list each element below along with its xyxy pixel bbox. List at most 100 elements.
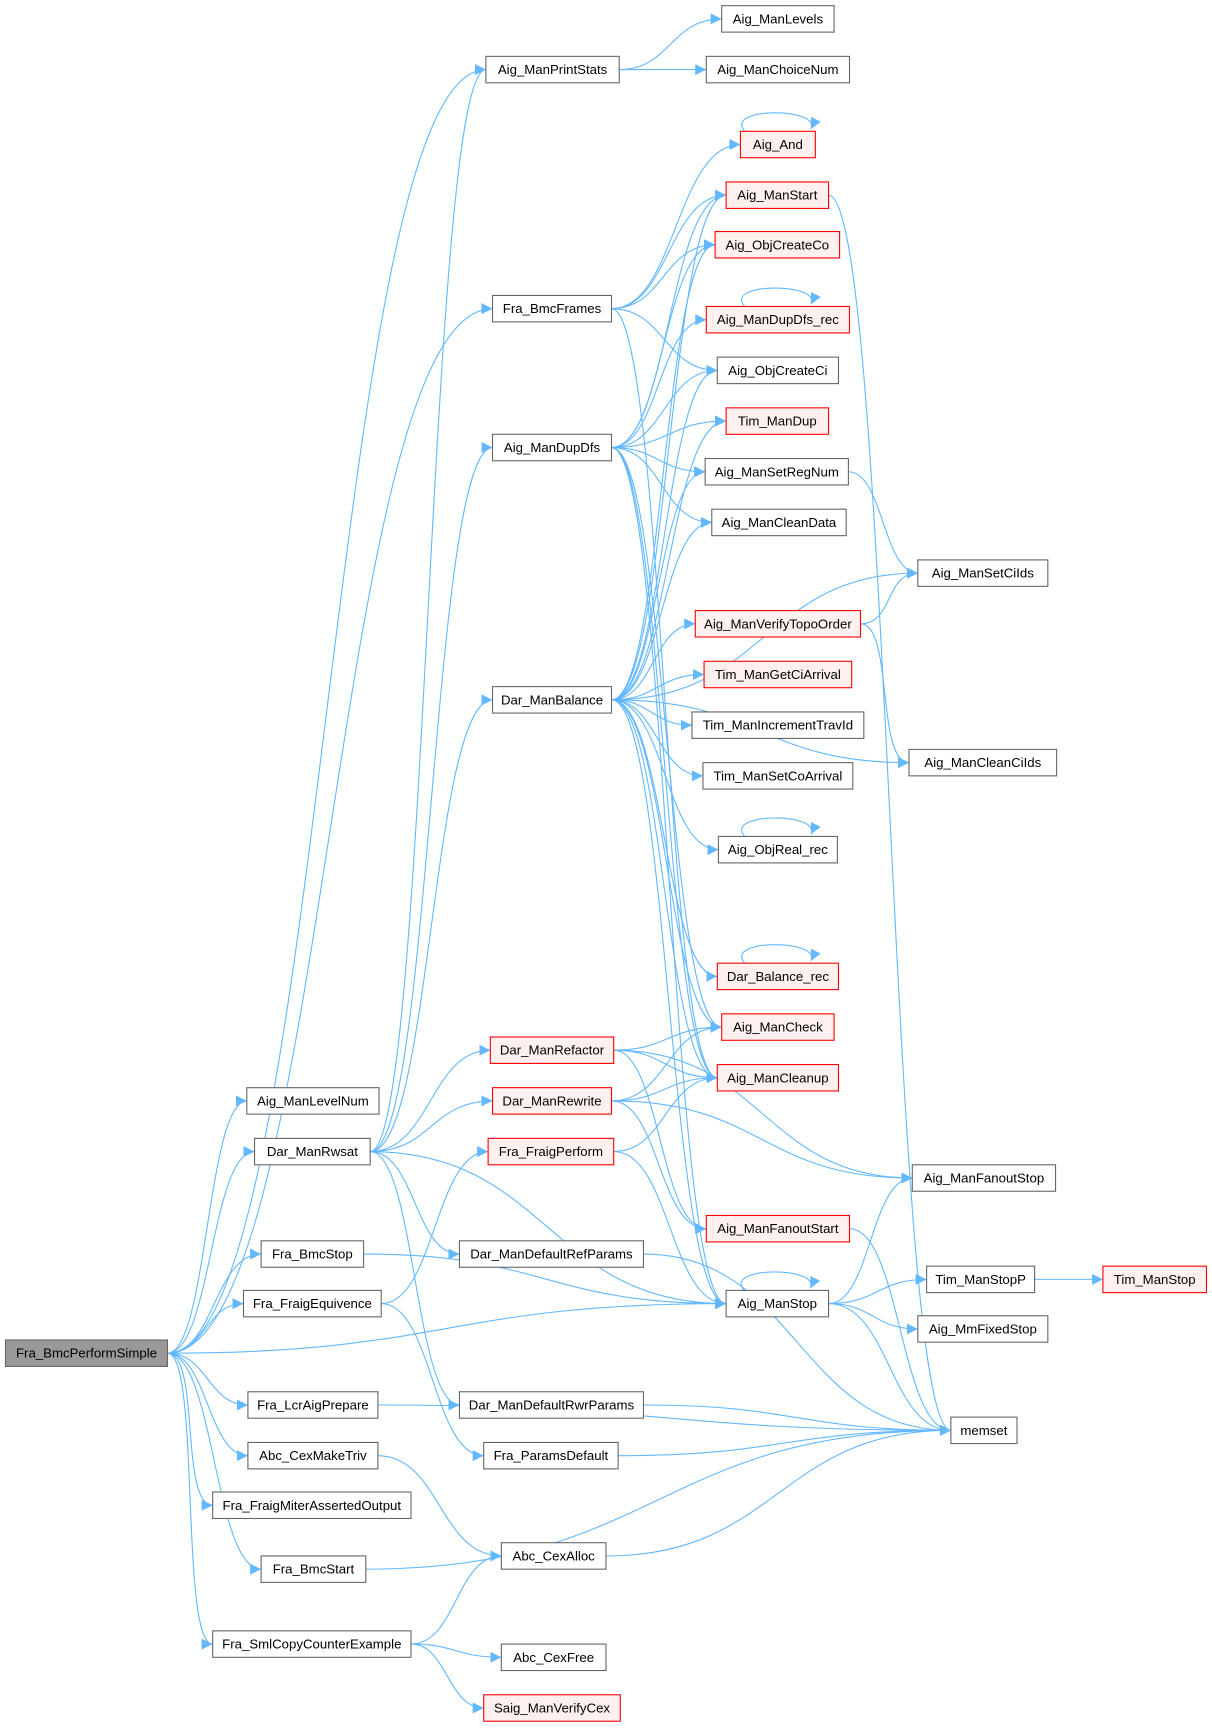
node-fra-lcr-aig-prepare[interactable]: Fra_LcrAigPrepare bbox=[247, 1391, 379, 1419]
node-aig-man-print-stats[interactable]: Aig_ManPrintStats bbox=[485, 55, 620, 84]
node-dar-balance-rec[interactable]: Dar_Balance_rec bbox=[716, 962, 840, 991]
node-aig-and[interactable]: Aig_And bbox=[739, 130, 816, 159]
node-aig-man-fanout-start[interactable]: Aig_ManFanoutStart bbox=[705, 1214, 851, 1243]
node-aig-man-clean-ci-ids[interactable]: Aig_ManCleanCiIds bbox=[908, 748, 1058, 777]
node-label: Fra_ParamsDefault bbox=[494, 1448, 609, 1463]
edge-aig-man-dup-dfs-rec-to-aig-man-dup-dfs-rec bbox=[741, 287, 821, 307]
node-box bbox=[4, 1339, 169, 1367]
node-tim-man-increment-trav-id[interactable]: Tim_ManIncrementTravId bbox=[691, 711, 865, 739]
node-aig-mm-fixed-stop[interactable]: Aig_MmFixedStop bbox=[917, 1315, 1049, 1343]
node-box bbox=[716, 962, 840, 991]
node-aig-man-fanout-stop[interactable]: Aig_ManFanoutStop bbox=[911, 1164, 1057, 1192]
node-abc-cex-free[interactable]: Abc_CexFree bbox=[500, 1643, 607, 1672]
node-aig-obj-real-rec[interactable]: Aig_ObjReal_rec bbox=[717, 835, 838, 864]
edge-dar-man-default-rwr-params-to-memset bbox=[643, 1404, 951, 1436]
node-label: Abc_CexMakeTriv bbox=[259, 1448, 367, 1463]
edge-fra-fraig-perform-to-aig-man-stop bbox=[613, 1151, 727, 1310]
node-memset[interactable]: memset bbox=[950, 1416, 1018, 1445]
node-aig-man-start[interactable]: Aig_ManStart bbox=[725, 181, 830, 209]
node-box bbox=[705, 55, 851, 84]
node-box bbox=[491, 686, 613, 714]
node-aig-man-level-num[interactable]: Aig_ManLevelNum bbox=[246, 1087, 380, 1115]
node-label: Fra_BmcPerformSimple bbox=[16, 1346, 157, 1361]
node-dar-man-refactor[interactable]: Dar_ManRefactor bbox=[489, 1036, 615, 1064]
edge-fra-bmc-frames-to-aig-and bbox=[611, 139, 741, 310]
edge-aig-man-dup-dfs-to-tim-man-dup bbox=[611, 415, 727, 449]
node-box bbox=[242, 1289, 382, 1318]
node-label: Fra_BmcFrames bbox=[503, 301, 602, 316]
node-aig-man-choice-num[interactable]: Aig_ManChoiceNum bbox=[705, 55, 851, 84]
node-fra-bmc-start[interactable]: Fra_BmcStart bbox=[260, 1555, 367, 1583]
node-abc-cex-make-triv[interactable]: Abc_CexMakeTriv bbox=[247, 1441, 379, 1470]
node-box bbox=[704, 457, 849, 486]
node-dar-man-rwsat[interactable]: Dar_ManRwsat bbox=[253, 1137, 371, 1166]
node-fra-params-default[interactable]: Fra_ParamsDefault bbox=[483, 1441, 619, 1470]
edge-dar-man-balance-to-aig-obj-create-ci bbox=[611, 364, 718, 701]
node-label: Aig_ObjCreateCi bbox=[728, 363, 827, 378]
node-box bbox=[702, 762, 854, 790]
node-label: Dar_ManRwsat bbox=[267, 1144, 358, 1159]
edge-dar-man-balance-to-tim-man-set-co-arrival bbox=[611, 699, 703, 782]
node-dar-man-default-ref-params[interactable]: Dar_ManDefaultRefParams bbox=[458, 1240, 645, 1268]
node-label: Dar_ManDefaultRefParams bbox=[470, 1247, 633, 1262]
edge-dar-man-rwsat-to-dar-man-default-rwr-params bbox=[370, 1151, 460, 1411]
edge-dar-man-rwsat-to-dar-man-rewrite bbox=[370, 1095, 493, 1153]
node-saig-man-verify-cex[interactable]: Saig_ManVerifyCex bbox=[483, 1694, 621, 1722]
edge-dar-man-balance-to-aig-obj-real-rec bbox=[611, 699, 719, 856]
node-aig-man-cleanup[interactable]: Aig_ManCleanup bbox=[716, 1063, 840, 1092]
node-aig-man-verify-topo-order[interactable]: Aig_ManVerifyTopoOrder bbox=[694, 610, 862, 638]
node-aig-man-clean-data[interactable]: Aig_ManCleanData bbox=[711, 508, 847, 537]
node-box bbox=[694, 610, 862, 638]
node-box bbox=[917, 559, 1049, 587]
node-aig-man-check[interactable]: Aig_ManCheck bbox=[721, 1013, 835, 1041]
node-dar-man-balance[interactable]: Dar_ManBalance bbox=[491, 686, 613, 714]
node-aig-man-set-reg-num[interactable]: Aig_ManSetRegNum bbox=[704, 457, 849, 486]
node-tim-man-set-co-arrival[interactable]: Tim_ManSetCoArrival bbox=[702, 762, 854, 790]
node-fra-bmc-frames[interactable]: Fra_BmcFrames bbox=[491, 294, 613, 323]
node-label: Abc_CexFree bbox=[513, 1650, 594, 1665]
node-label: Aig_ManFanoutStart bbox=[717, 1221, 839, 1236]
edge-fra-bmc-stop-to-aig-man-stop bbox=[363, 1253, 727, 1310]
node-box bbox=[247, 1391, 379, 1419]
node-fra-fraig-equivence[interactable]: Fra_FraigEquivence bbox=[242, 1289, 382, 1318]
edge-fra-fraig-equivence-to-fra-params-default bbox=[381, 1303, 484, 1462]
node-abc-cex-alloc[interactable]: Abc_CexAlloc bbox=[500, 1542, 607, 1570]
node-box bbox=[458, 1240, 645, 1268]
node-tim-man-stop[interactable]: Tim_ManStop bbox=[1102, 1265, 1208, 1294]
node-box bbox=[212, 1491, 412, 1520]
node-dar-man-rewrite[interactable]: Dar_ManRewrite bbox=[491, 1087, 613, 1115]
node-box bbox=[950, 1416, 1018, 1445]
node-fra-fraig-miter-asserted-output[interactable]: Fra_FraigMiterAssertedOutput bbox=[212, 1491, 412, 1520]
node-box bbox=[926, 1265, 1036, 1294]
node-label: Fra_LcrAigPrepare bbox=[257, 1397, 369, 1412]
edge-aig-man-stop-to-aig-man-fanout-stop bbox=[828, 1172, 913, 1305]
node-aig-man-stop[interactable]: Aig_ManStop bbox=[725, 1289, 830, 1318]
node-dar-man-default-rwr-params[interactable]: Dar_ManDefaultRwrParams bbox=[458, 1391, 645, 1419]
node-fra-fraig-perform[interactable]: Fra_FraigPerform bbox=[487, 1137, 615, 1166]
node-box bbox=[500, 1542, 607, 1570]
node-label: Aig_ManLevelNum bbox=[257, 1093, 369, 1108]
node-fra-sml-copy-counter-example[interactable]: Fra_SmlCopyCounterExample bbox=[212, 1630, 412, 1658]
node-label: Aig_ManSetCiIds bbox=[932, 566, 1035, 581]
node-fra-bmc-stop[interactable]: Fra_BmcStop bbox=[260, 1240, 365, 1268]
edge-fra-bmc-perform-simple-to-fra-bmc-stop bbox=[167, 1248, 262, 1354]
edges-layer bbox=[167, 13, 1103, 1714]
edge-dar-man-rewrite-to-aig-man-check bbox=[611, 1021, 722, 1102]
node-tim-man-get-ci-arrival[interactable]: Tim_ManGetCiArrival bbox=[703, 660, 853, 689]
edge-aig-man-dup-dfs-to-aig-man-dup-dfs-rec bbox=[611, 314, 707, 449]
node-aig-obj-create-co[interactable]: Aig_ObjCreateCo bbox=[714, 231, 841, 259]
node-aig-man-levels[interactable]: Aig_ManLevels bbox=[721, 5, 835, 33]
node-fra-bmc-perform-simple[interactable]: Fra_BmcPerformSimple bbox=[4, 1339, 169, 1367]
node-label: Dar_ManDefaultRwrParams bbox=[469, 1397, 635, 1412]
node-aig-man-dup-dfs-rec[interactable]: Aig_ManDupDfs_rec bbox=[705, 305, 851, 334]
node-tim-man-dup[interactable]: Tim_ManDup bbox=[725, 407, 830, 435]
node-tim-man-stop-p[interactable]: Tim_ManStopP bbox=[926, 1265, 1036, 1294]
node-label: Tim_ManStopP bbox=[935, 1272, 1026, 1287]
node-aig-obj-create-ci[interactable]: Aig_ObjCreateCi bbox=[716, 356, 840, 385]
node-aig-man-set-ci-ids[interactable]: Aig_ManSetCiIds bbox=[917, 559, 1049, 587]
edge-dar-man-balance-to-aig-man-cleanup bbox=[611, 699, 718, 1084]
edge-fra-bmc-perform-simple-to-fra-lcr-aig-prepare bbox=[167, 1352, 248, 1411]
edge-dar-man-balance-to-tim-man-get-ci-arrival bbox=[611, 668, 705, 701]
node-box bbox=[725, 181, 830, 209]
node-aig-man-dup-dfs[interactable]: Aig_ManDupDfs bbox=[491, 433, 613, 462]
